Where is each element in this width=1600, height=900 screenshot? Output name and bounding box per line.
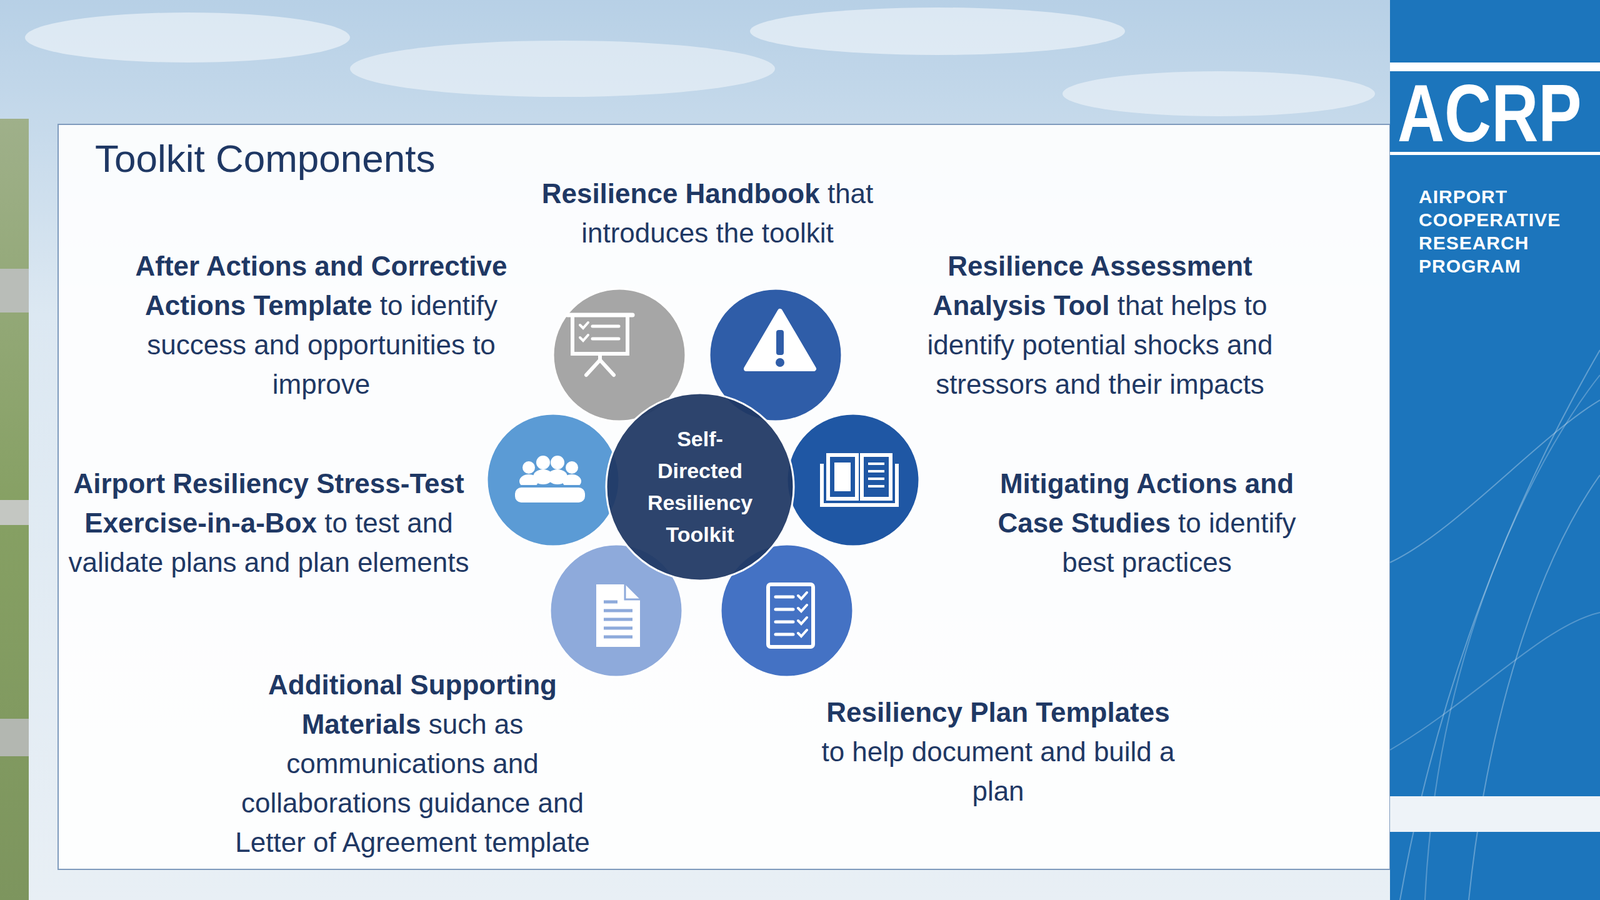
program-name: AIRPORT COOPERATIVE RESEARCH PROGRAM [1418,185,1588,278]
checklist-icon [768,584,814,647]
hub-text-holder: Self-Directed Resiliency Toolkit [605,391,795,582]
person-head [565,461,579,474]
checklist-sheet [768,584,814,647]
person-head [536,455,550,470]
sidebar-band [1390,62,1600,72]
petal-circle [486,413,620,547]
content-panel [58,124,1390,870]
people-icon [513,455,587,504]
sidebar [1390,0,1600,900]
hub-circle [606,393,794,581]
book-icon [821,455,897,505]
checklist-lines [775,596,794,635]
warning-mark [776,330,784,355]
sidebar-band [1390,796,1600,832]
document-fold [625,584,640,600]
warning-dot [775,358,785,367]
runway [0,500,29,525]
book-picture [834,462,851,492]
meeting-table [513,486,587,504]
description-block: Resilience Handbook that introduces the … [520,173,895,253]
description-block: Resiliency Plan Templates to help docume… [816,692,1180,811]
runway [0,268,29,313]
person-head [522,461,535,474]
description-block: Airport Resiliency Stress-Test Exercise-… [62,463,475,582]
board [572,315,628,354]
airfield-strip [0,118,29,900]
toolkit-hub-circle: Self-Directed Resiliency Toolkit [605,391,795,582]
runway [0,718,29,757]
board-stand [586,353,614,375]
document-page [596,584,640,647]
document-icon [596,584,640,647]
person-head [550,455,565,470]
slide-title: Toolkit Components [95,135,436,183]
checklist-checks [798,592,807,637]
cloud [750,7,1125,55]
book-page [861,455,891,499]
logo-wordmark: ACRP [1397,72,1582,154]
book-page [828,455,857,499]
decor-curve [1468,475,1600,900]
decor-curve [1390,612,1600,750]
warning-triangle [746,311,814,369]
description-block: Mitigating Actions and Case Studies to i… [975,463,1319,582]
description-block: After Actions and Corrective Actions Tem… [115,246,528,404]
decor-curve [1390,400,1600,563]
hub-label: Self-Directed Resiliency Toolkit [637,423,763,551]
presentation-icon [567,315,633,375]
board-lines [592,326,619,339]
description-block: Resilience Assessment Analysis Tool that… [900,246,1300,404]
board-checks [580,322,589,341]
hub-outline [605,391,795,582]
description-block: Additional Supporting Materials such as … [218,665,607,862]
book-lines [868,463,885,487]
component-name: Resiliency Plan Templates [826,696,1170,728]
cloud [1062,71,1375,117]
component-description: to help document and build a plan [821,736,1175,807]
cloud [25,12,350,63]
warning-icon [746,311,814,369]
component-name: Resilience Handbook [541,178,820,209]
petal-circle [786,413,920,547]
document-lines [603,601,633,637]
cloud [350,40,775,97]
